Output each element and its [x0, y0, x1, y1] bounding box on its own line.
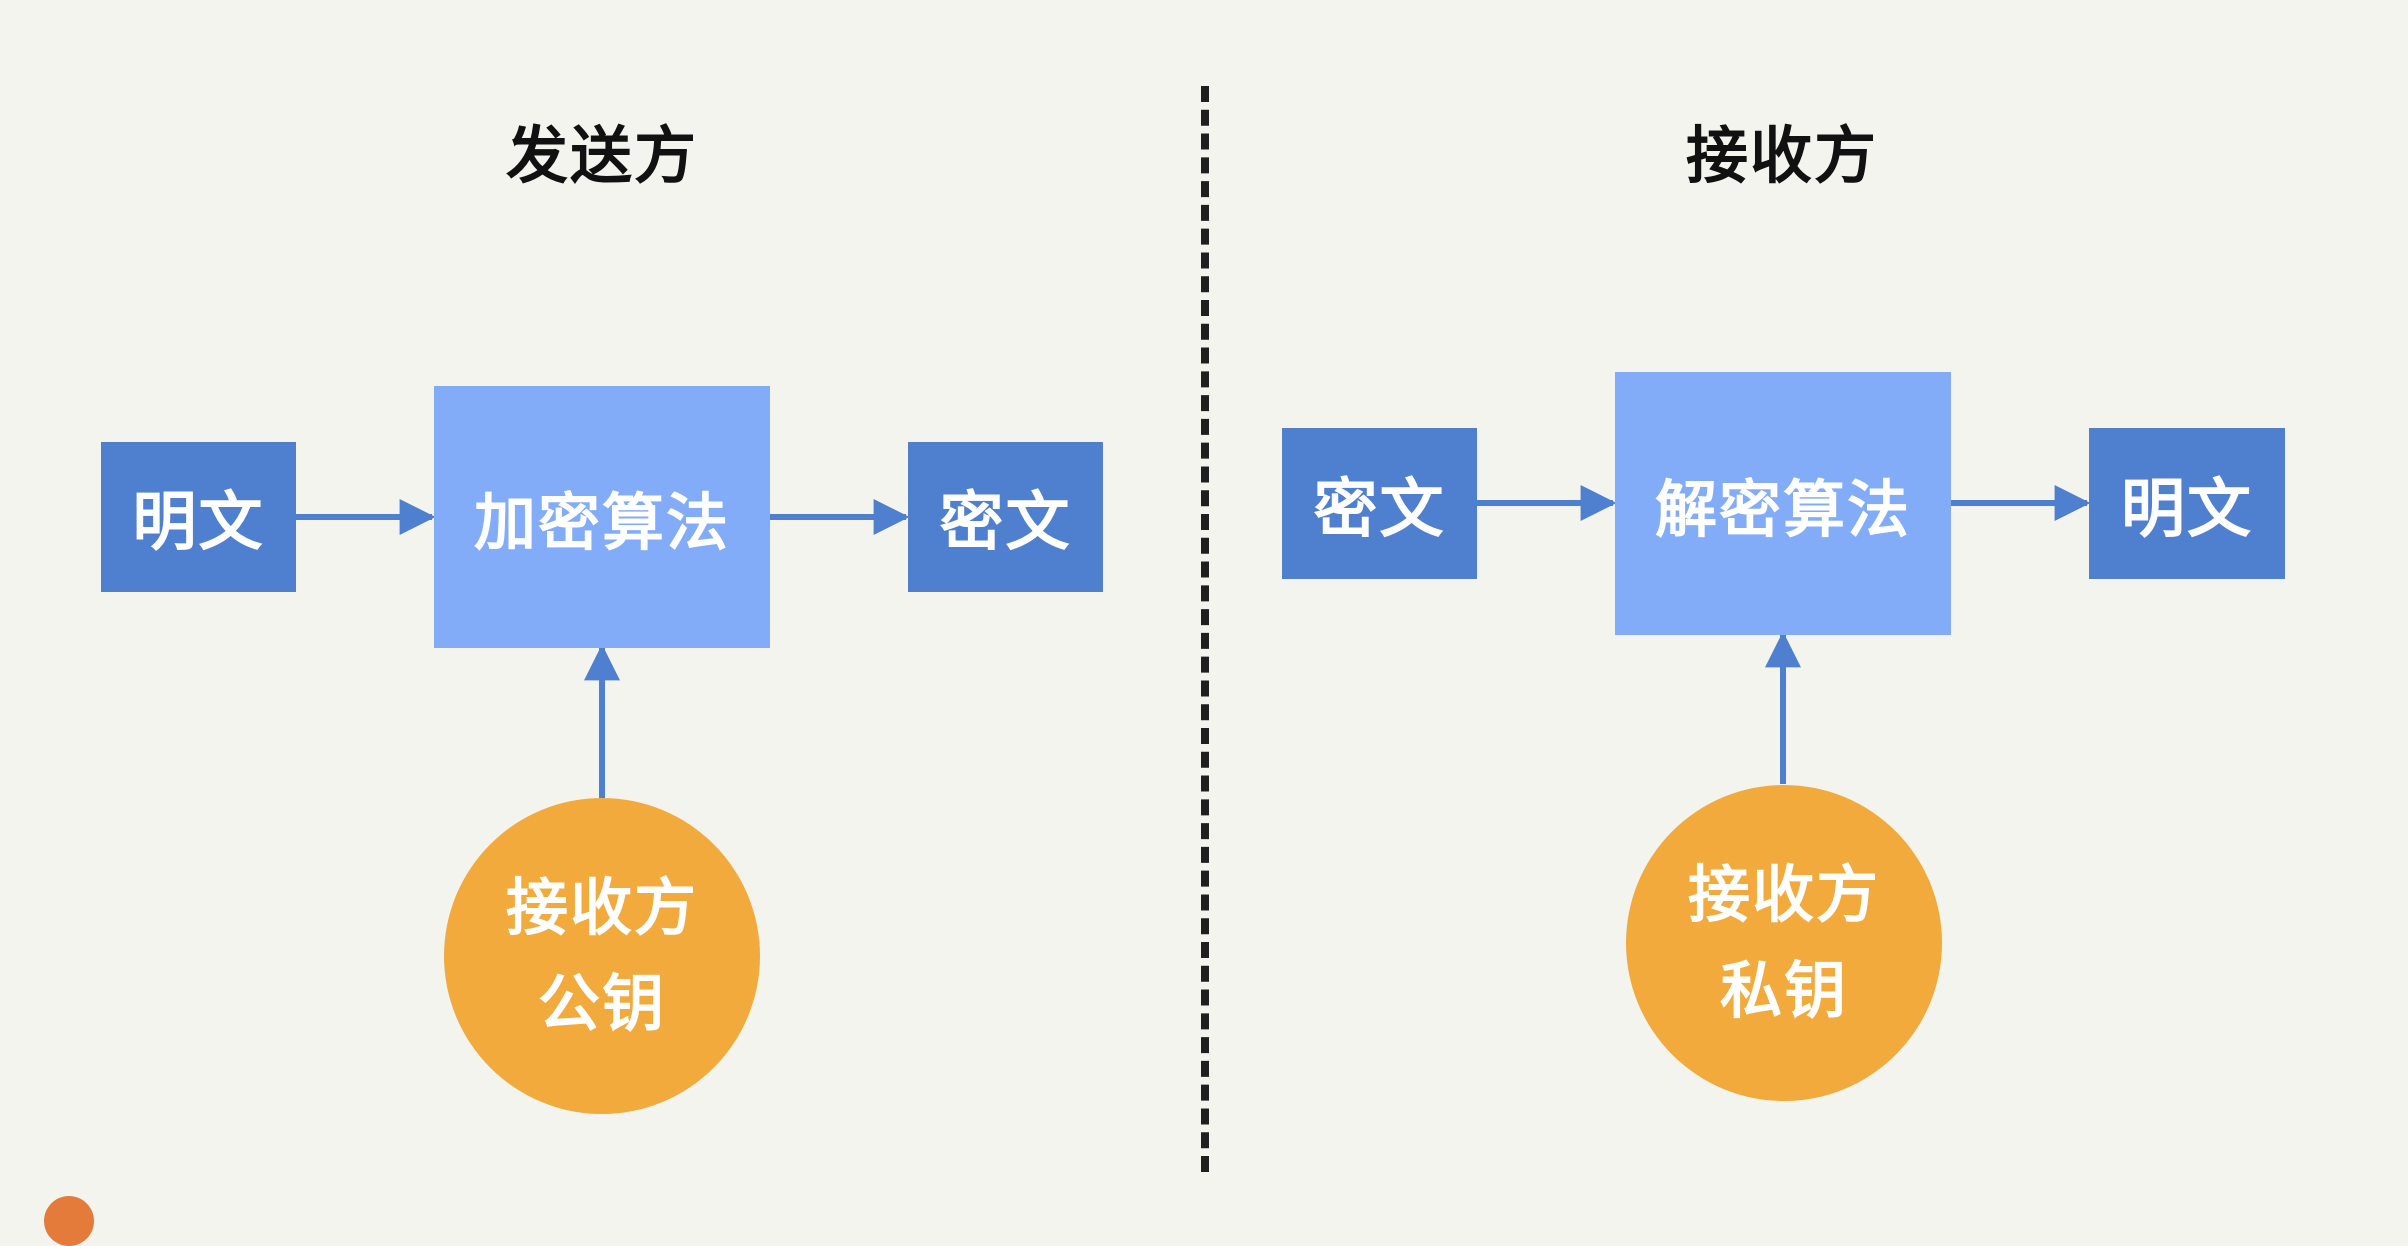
public-key-line2: 公钥	[537, 967, 666, 1040]
receiver-ciphertext-box: 密文	[1282, 428, 1477, 579]
public-key-line1: 接收方	[505, 871, 698, 944]
private-key-line2: 私钥	[1719, 954, 1848, 1027]
sender-ciphertext-box: 密文	[908, 442, 1103, 592]
encrypt-algorithm-box: 加密算法	[434, 386, 770, 648]
encrypt-algorithm-label: 加密算法	[473, 486, 730, 559]
receiver-title: 接收方	[1685, 119, 1878, 192]
flow-arrows	[296, 485, 2091, 798]
sender-title: 发送方	[505, 119, 698, 192]
decrypt-algorithm-box: 解密算法	[1615, 372, 1951, 635]
decrypt-algorithm-label: 解密算法	[1654, 472, 1911, 546]
sender-plaintext-box: 明文	[101, 442, 296, 592]
receiver-public-key-circle: 接收方 公钥	[444, 798, 760, 1114]
sender-plaintext-label: 明文	[132, 486, 265, 560]
sender-ciphertext-label: 密文	[939, 486, 1072, 560]
private-key-line1: 接收方	[1687, 858, 1880, 931]
receiver-private-key-circle: 接收方 私钥	[1626, 785, 1942, 1101]
section-divider	[1201, 86, 1209, 1172]
corner-dot-decoration	[44, 1196, 94, 1246]
receiver-plaintext-label: 明文	[2121, 472, 2253, 547]
receiver-ciphertext-label: 密文	[1313, 472, 1446, 547]
receiver-plaintext-box: 明文	[2089, 428, 2285, 579]
